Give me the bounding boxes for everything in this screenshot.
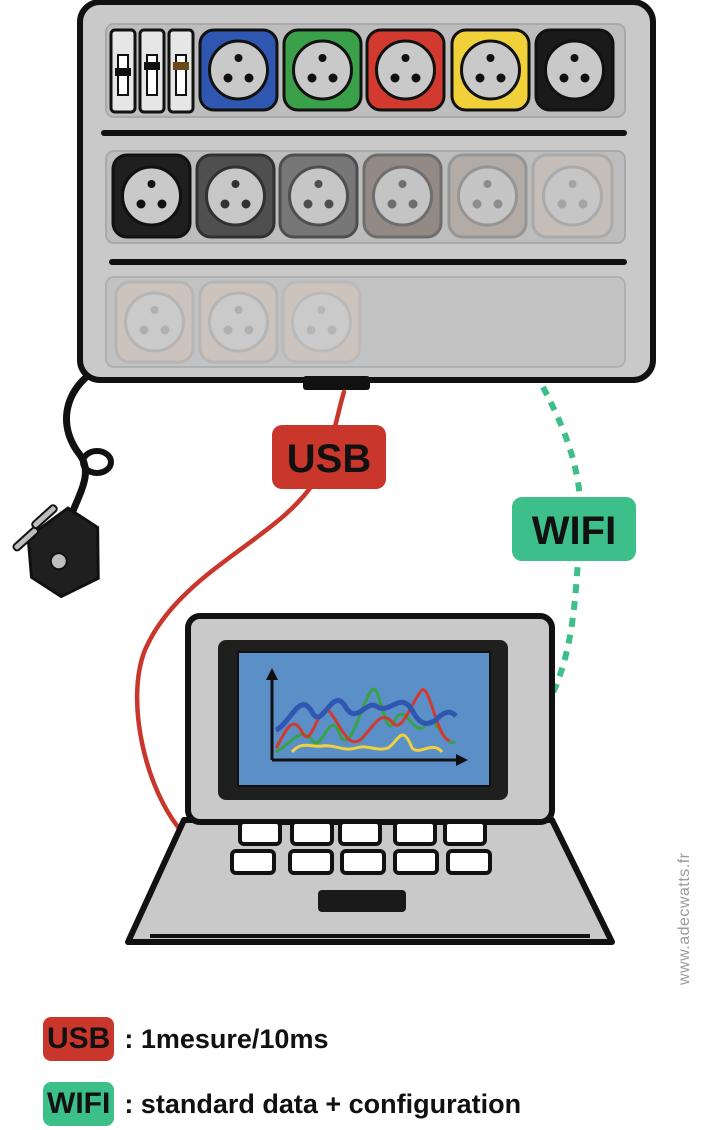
socket-icon bbox=[531, 153, 614, 239]
socket-icon bbox=[111, 153, 192, 239]
laptop-screen bbox=[237, 651, 491, 787]
socket-row-1 bbox=[198, 28, 615, 112]
chart-series-yellow bbox=[290, 733, 444, 754]
power-cord bbox=[63, 366, 114, 524]
socket-icon bbox=[114, 280, 195, 364]
legend-usb-row: USB : 1mesure/10ms bbox=[43, 1017, 328, 1061]
wifi-link bbox=[537, 385, 584, 720]
socket-icon bbox=[281, 280, 362, 364]
slider-switch-icon bbox=[109, 28, 195, 114]
socket-icon bbox=[447, 153, 528, 239]
keyboard bbox=[230, 820, 492, 875]
socket-row-2 bbox=[111, 153, 614, 239]
socket-icon bbox=[198, 28, 279, 112]
svg-text:USB: USB bbox=[287, 437, 371, 481]
chart-series-blue bbox=[274, 697, 458, 733]
socket-icon bbox=[198, 280, 279, 364]
socket-row-3 bbox=[114, 280, 362, 364]
chart-series-red bbox=[274, 688, 451, 749]
socket-icon bbox=[365, 28, 446, 112]
socket-icon bbox=[278, 153, 359, 239]
svg-text:WIFI: WIFI bbox=[532, 509, 616, 553]
socket-icon bbox=[282, 28, 363, 112]
usb-label: USB bbox=[272, 425, 386, 489]
socket-icon bbox=[450, 28, 531, 112]
legend-usb-text: : 1mesure/10ms bbox=[124, 1023, 329, 1054]
socket-icon bbox=[195, 153, 276, 239]
legend-wifi-text: : standard data + configuration bbox=[124, 1088, 522, 1119]
legend-wifi-badge: WIFI bbox=[43, 1082, 115, 1126]
legend-usb-badge: USB bbox=[43, 1017, 115, 1061]
power-plug-icon bbox=[12, 504, 100, 599]
wifi-label: WIFI bbox=[512, 497, 636, 561]
laptop-icon bbox=[125, 613, 615, 945]
watermark: www.adecwatts.fr bbox=[676, 852, 693, 985]
socket-icon bbox=[362, 153, 443, 239]
socket-icon bbox=[534, 28, 615, 112]
chart-icon bbox=[266, 668, 468, 766]
legend-wifi-row: WIFI : standard data + configuration bbox=[43, 1082, 521, 1126]
